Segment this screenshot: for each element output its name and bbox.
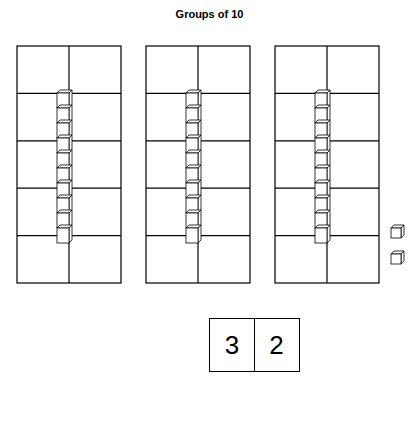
rod-cube (57, 165, 72, 183)
rod-cube (57, 105, 72, 123)
cube-side (401, 251, 404, 264)
cube-front (57, 228, 69, 243)
rod-cube (315, 195, 330, 213)
rod-cube (186, 210, 201, 228)
rod-cube (186, 180, 201, 198)
cube-side (69, 225, 72, 243)
rod-cube (315, 120, 330, 138)
cube-front (391, 254, 401, 264)
rod-cube (186, 135, 201, 153)
cube-front (315, 228, 327, 243)
rod-cube (57, 150, 72, 168)
rod-cube (315, 105, 330, 123)
frame-grid (17, 46, 379, 283)
cube-side (198, 225, 201, 243)
digit: 3 (225, 332, 239, 358)
rod-cube (315, 225, 330, 243)
unit-cube (391, 251, 404, 264)
rod-cube (315, 90, 330, 108)
digit: 2 (269, 332, 283, 358)
cube-front (186, 228, 198, 243)
cube-front (391, 228, 401, 238)
rod-cube (186, 90, 201, 108)
rod-cube (186, 165, 201, 183)
rod-cube (57, 90, 72, 108)
place-value-box: 2 (254, 318, 300, 372)
rod-cube (57, 135, 72, 153)
rod-cube (315, 150, 330, 168)
cube-side (401, 225, 404, 238)
rod-cube (315, 165, 330, 183)
rod-cube (57, 120, 72, 138)
cube-side (327, 225, 330, 243)
rod-cube (315, 180, 330, 198)
rod-cube (186, 225, 201, 243)
rod-cube (186, 150, 201, 168)
rod-cube (315, 210, 330, 228)
unit-cube (391, 225, 404, 238)
rod-cube (57, 210, 72, 228)
rod-cube (315, 135, 330, 153)
rod-cube (186, 120, 201, 138)
rod-cube (57, 180, 72, 198)
place-value-box: 3 (209, 318, 255, 372)
title: Groups of 10 (0, 8, 419, 20)
rod-cube (57, 225, 72, 243)
rod-cube (186, 195, 201, 213)
base-ten-blocks (57, 90, 404, 264)
rod-cube (57, 195, 72, 213)
rod-cube (186, 105, 201, 123)
